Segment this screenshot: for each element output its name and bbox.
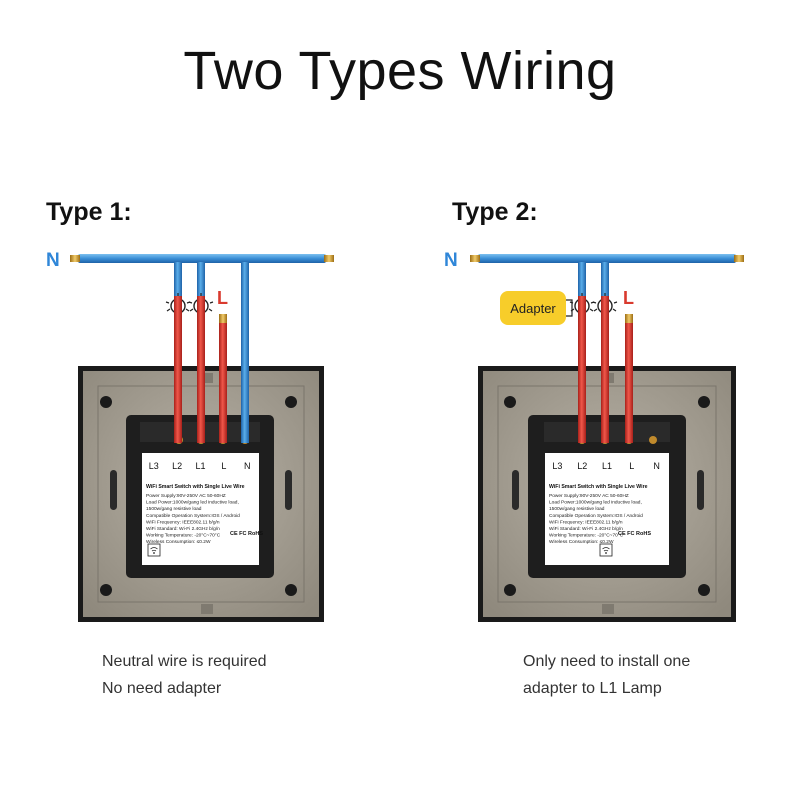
type2-live-label: L [623, 288, 634, 308]
type1-wire-l2 [174, 296, 182, 443]
type2-bus-tip-left [470, 255, 480, 262]
type1-terminal-label: L [221, 461, 226, 471]
type1-wire-n [241, 262, 249, 443]
type2-wire-l1 [601, 296, 609, 443]
type1-screw-hole [285, 584, 297, 596]
type2-spec-line: WiFi Frequency: IEEE802.11 b/g/n [549, 519, 623, 525]
type2-spec-label [545, 453, 669, 565]
adapter-leads [566, 299, 573, 317]
type2-label: Type 2: [452, 198, 538, 226]
type1-screw-hole [285, 396, 297, 408]
type2-lamp-drop-1 [578, 262, 586, 296]
type2-spec-line: Load Power:1000w/gang led inductive load… [549, 500, 642, 506]
type1-bus-tip-right [324, 255, 334, 262]
type1-live-label: L [217, 288, 228, 308]
adapter-box [500, 291, 566, 325]
wifi-icon [147, 543, 161, 557]
type1-terminal-label: L1 [195, 461, 205, 471]
adapter-label: Adapter [510, 301, 556, 316]
type2-spec-line: Power Supply:90V-250V AC 50-60HZ [549, 493, 629, 499]
type2-spec-line: Wireless Consumption: ≤0.2W [549, 539, 614, 545]
type2-neutral-bus [478, 254, 736, 263]
type2-caption-line-2: adapter to L1 Lamp [523, 680, 662, 697]
type1-spec-line: 1500w/gang resistive load [146, 506, 202, 512]
type1-caption-line-1: Neutral wire is required [102, 653, 267, 670]
page-title: Two Types Wiring [183, 41, 617, 101]
type1-wire-l [219, 322, 227, 443]
type1-terminal-label: L2 [172, 461, 182, 471]
type1-label: Type 1: [46, 198, 132, 226]
type1-spec-line: Power Supply:90V-250V AC 50-60HZ [146, 493, 226, 499]
type1-spec-label [142, 453, 259, 565]
type1-neutral-label: N [46, 250, 60, 271]
type1-spec-line: Compatible Operation System:IOS / Androi… [146, 513, 240, 519]
type2-lamp-drop-2 [601, 262, 609, 296]
type1-spec-line: WiFi Frequency: IEEE802.11 b/g/n [146, 519, 220, 525]
type2-screw-hole [698, 396, 710, 408]
type2-terminal-label: L [629, 461, 634, 471]
type2-screw-hole [698, 584, 710, 596]
type1-diagram: N L [46, 250, 334, 697]
type2-spec-line: WiFi Standard: Wi-Fi 2.4GHz b/g/n [549, 526, 623, 532]
type1-terminal-label: L3 [149, 461, 159, 471]
type2-live-tip [625, 314, 633, 323]
wifi-icon [599, 543, 613, 557]
type1-bus-tip-left [70, 255, 80, 262]
type1-caption-line-2: No need adapter [102, 680, 222, 697]
type2-screw-hole [504, 396, 516, 408]
type1-terminal-labels: L3 L2 L1 L N [149, 461, 251, 471]
type2-spec-line: Compatible Operation System:IOS / Androi… [549, 513, 643, 519]
type2-caption-line-1: Only need to install one [523, 653, 690, 670]
type2-wire-l [625, 322, 633, 443]
type1-lamp-drop-1 [174, 262, 182, 296]
type2-terminal-labels: L3 L2 L1 L N [552, 461, 659, 471]
type2-diagram: N Adapter L [444, 250, 744, 697]
type1-spec-line: Working Temperature: -20°C~70°C [146, 533, 221, 539]
type1-spec-line: Wireless Consumption: ≤0.2W [146, 539, 211, 545]
type2-terminal-label: L1 [602, 461, 612, 471]
type2-spec-title: WiFi Smart Switch with Single Live Wire [549, 484, 648, 490]
type2-wire-l2 [578, 296, 586, 443]
type1-cert-marks: CE FC RoHS [230, 531, 263, 537]
type2-terminal-label: N [653, 461, 660, 471]
type2-bus-tip-right [734, 255, 744, 262]
type2-spec-line: 1500w/gang resistive load [549, 506, 605, 512]
type1-spec-title: WiFi Smart Switch with Single Live Wire [146, 484, 245, 490]
type2-neutral-label: N [444, 250, 458, 271]
type1-spec-line: WiFi Standard: Wi-Fi 2.4GHz b/g/n [146, 526, 220, 532]
type1-lamp-drop-2 [197, 262, 205, 296]
type1-screw-hole [100, 584, 112, 596]
type1-spec-line: Load Power:1000w/gang led inductive load… [146, 500, 239, 506]
type1-terminal-label: N [244, 461, 251, 471]
type1-screw-hole [100, 396, 112, 408]
type1-neutral-bus [78, 254, 326, 263]
type2-terminal-label: L2 [577, 461, 587, 471]
type2-terminal-label: L3 [552, 461, 562, 471]
type1-wire-l1 [197, 296, 205, 443]
type2-screw-hole [504, 584, 516, 596]
type2-cert-marks: CE FC RoHS [618, 531, 651, 537]
type1-live-tip [219, 314, 227, 323]
type2-spec-line: Working Temperature: -20°C~70°C [549, 533, 624, 539]
